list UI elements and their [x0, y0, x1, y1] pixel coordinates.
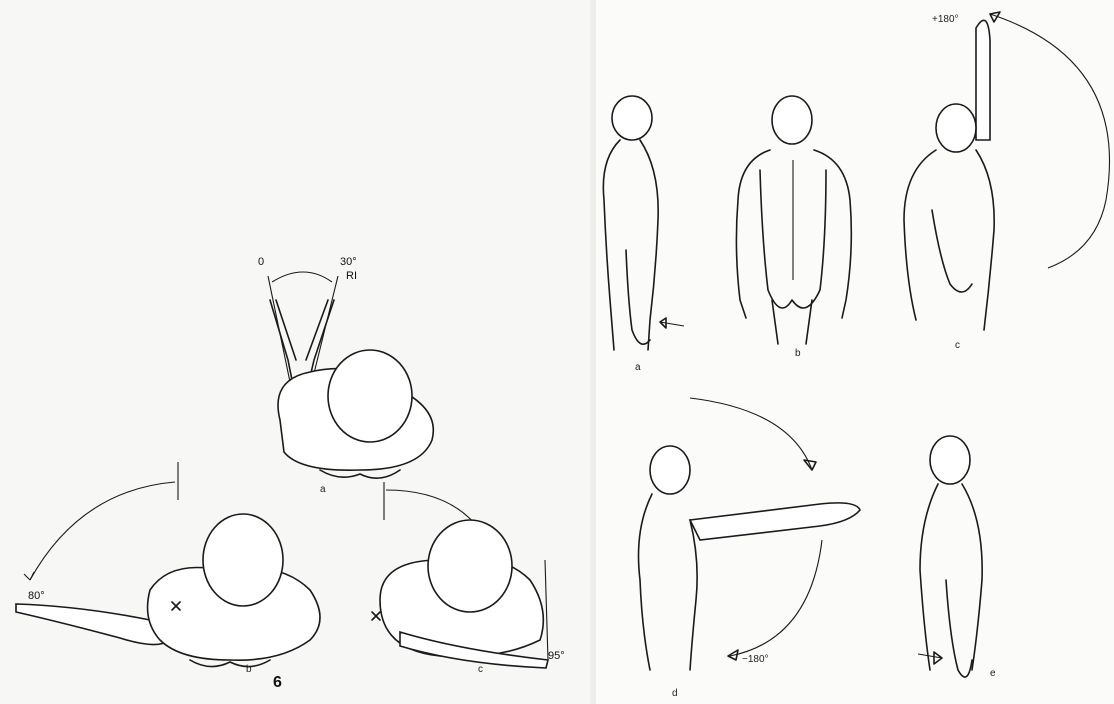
label-30-degrees: 30° — [340, 256, 357, 268]
label-plus-180-degrees: +180° — [932, 14, 959, 25]
label-ri: RI — [346, 270, 357, 282]
figure-e-side-standing — [918, 436, 982, 677]
label-80-degrees: 80° — [28, 590, 45, 602]
figure-number: 6 — [273, 674, 282, 692]
sub-label-c-right: c — [955, 340, 960, 351]
top-view-a — [268, 272, 433, 478]
figure-d-arm-forward — [639, 398, 861, 670]
label-zero: 0 — [258, 256, 264, 268]
label-minus-180-degrees: −180° — [742, 654, 769, 665]
figure-a-side-standing — [603, 96, 684, 350]
sub-label-b: b — [246, 664, 252, 675]
sub-label-d-right: d — [672, 688, 678, 699]
sub-label-a-right: a — [635, 362, 641, 373]
figure-c-arm-raised — [904, 12, 1110, 330]
top-view-c — [372, 482, 548, 668]
top-view-b — [16, 462, 320, 667]
sub-label-b-right: b — [795, 348, 801, 359]
sub-label-c: c — [478, 664, 483, 675]
sub-label-a: a — [320, 484, 326, 495]
label-95-degrees: 95° — [548, 650, 565, 662]
sub-label-e-right: e — [990, 668, 996, 679]
figure-b-back-standing — [736, 96, 851, 344]
